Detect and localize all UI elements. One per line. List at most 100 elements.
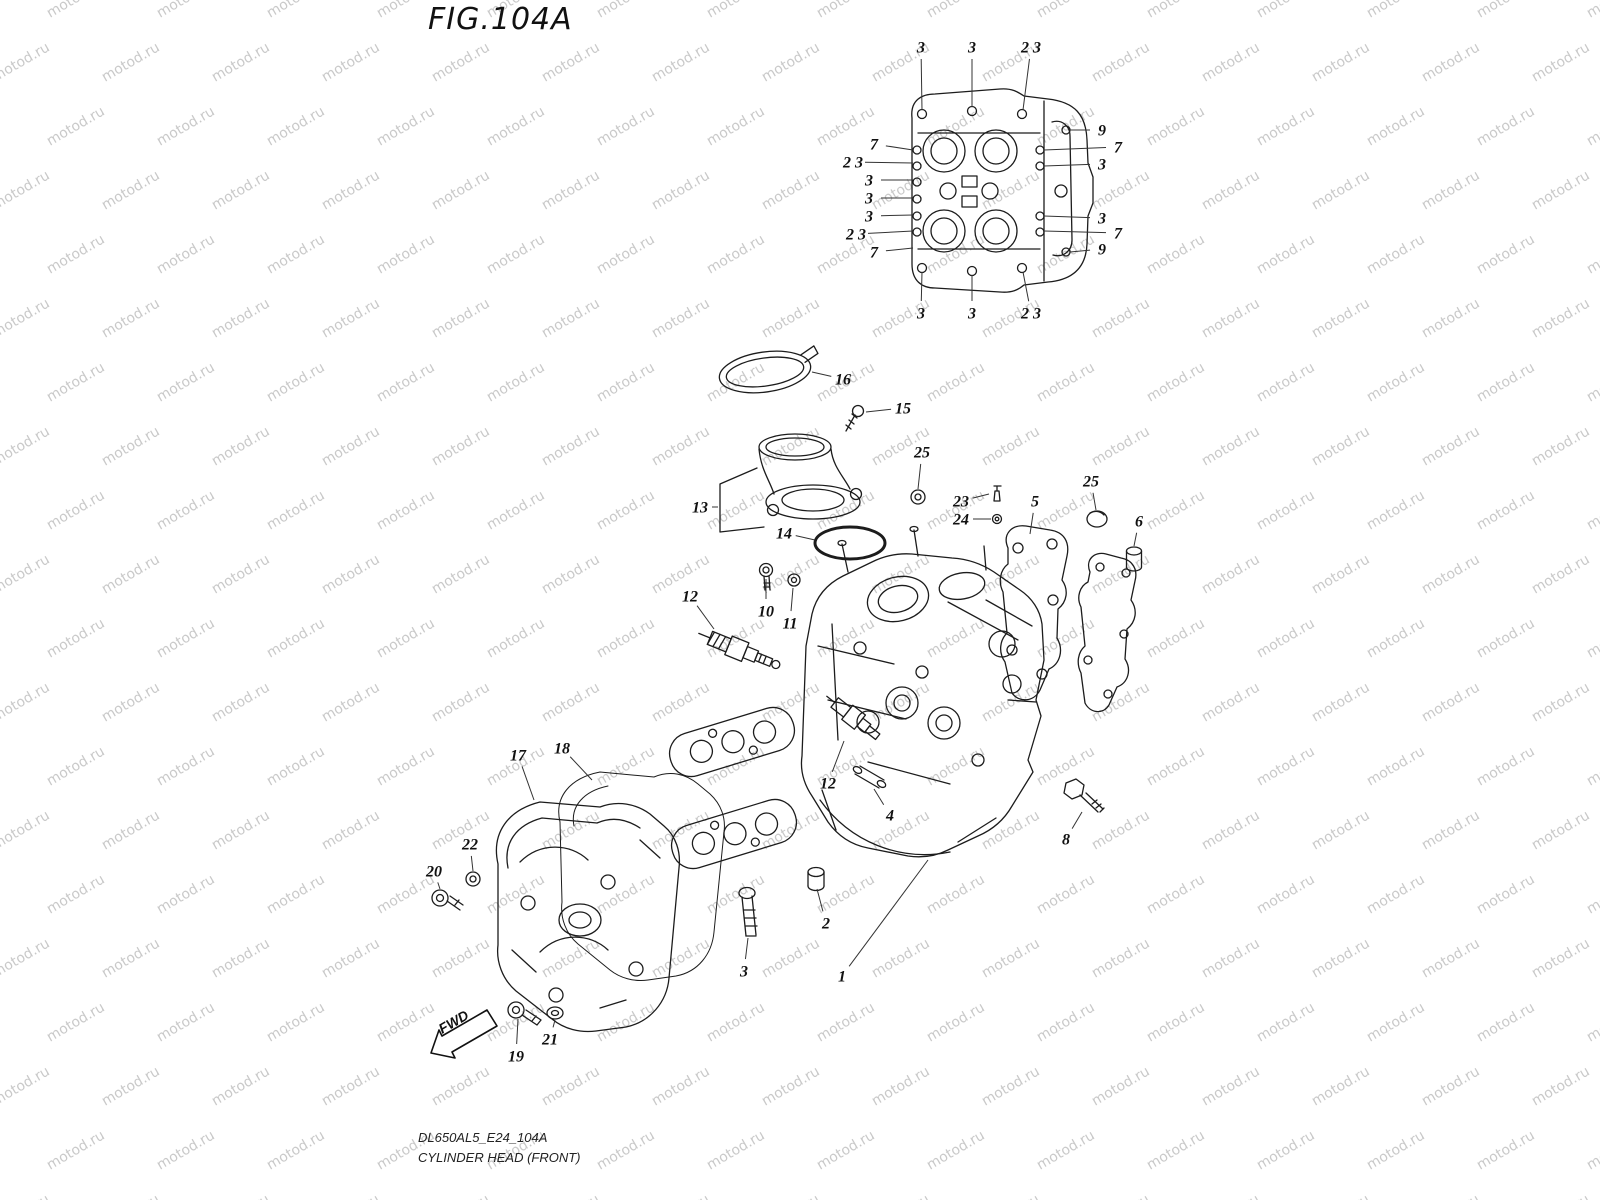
- watermark-text: motod.ru: [209, 39, 273, 85]
- watermark-text: motod.ru: [429, 423, 493, 469]
- watermark-text: motod.ru: [979, 167, 1043, 213]
- callout-9: 9: [1098, 123, 1106, 140]
- washer-21: [546, 1006, 564, 1020]
- head-gasket: [999, 525, 1069, 701]
- watermark-text: motod.ru: [704, 999, 768, 1045]
- watermark-text: motod.ru: [1144, 743, 1208, 789]
- watermark-text: motod.ru: [1529, 423, 1593, 469]
- watermark-text: motod.ru: [209, 295, 273, 341]
- watermark-text: motod.ru: [374, 999, 438, 1045]
- callout-7: 7: [1114, 226, 1123, 243]
- watermark-text: motod.ru: [649, 1063, 713, 1109]
- watermark-text: motod.ru: [759, 167, 823, 213]
- watermark-text: motod.ru: [979, 423, 1043, 469]
- callout-14: 14: [776, 526, 792, 543]
- watermark-text: motod.ru: [1254, 103, 1318, 149]
- watermark-text: motod.ru: [1034, 359, 1098, 405]
- callout-3: 3: [967, 306, 976, 323]
- watermark-text: motod.ru: [209, 423, 273, 469]
- watermark-text: motod.ru: [1584, 999, 1600, 1045]
- watermark-text: motod.ru: [1254, 1127, 1318, 1173]
- watermark-text: motod.ru: [594, 487, 658, 533]
- watermark-text: motod.ru: [924, 999, 988, 1045]
- leader-line: [865, 408, 892, 413]
- washer-24: [991, 513, 1003, 525]
- watermark-text: motod.ru: [594, 0, 658, 21]
- bolt-3: [738, 886, 758, 937]
- washer-22: [465, 871, 481, 887]
- cam-end-cap-upper: [668, 706, 796, 778]
- watermark-text: motod.ru: [44, 871, 108, 917]
- watermark-text: motod.ru: [1474, 871, 1538, 917]
- watermark-text: motod.ru: [1144, 359, 1208, 405]
- watermark-text: motod.ru: [814, 615, 878, 661]
- watermark-text: motod.ru: [1199, 423, 1263, 469]
- callout-3: 3: [864, 191, 873, 208]
- leader-line: [885, 247, 914, 252]
- watermark-text: motod.ru: [1474, 1127, 1538, 1173]
- watermark-text: motod.ru: [539, 423, 603, 469]
- watermark-text: motod.ru: [319, 551, 383, 597]
- callout-7: 7: [870, 245, 879, 262]
- leader-line: [1043, 230, 1107, 234]
- watermark-text: motod.ru: [1309, 679, 1373, 725]
- watermark-text: motod.ru: [154, 103, 218, 149]
- watermark-text: motod.ru: [1584, 1127, 1600, 1173]
- watermark-text: motod.ru: [1584, 487, 1600, 533]
- callout-3: 3: [739, 964, 748, 981]
- watermark-text: motod.ru: [869, 1063, 933, 1109]
- watermark-text: motod.ru: [429, 167, 493, 213]
- watermark-text: motod.ru: [154, 0, 218, 21]
- watermark-text: motod.ru: [1529, 295, 1593, 341]
- leader-line: [696, 605, 715, 630]
- watermark-text: motod.ru: [1254, 359, 1318, 405]
- leader-line: [816, 888, 824, 912]
- clamp-screw: [845, 404, 865, 432]
- watermark-text: motod.ru: [154, 487, 218, 533]
- watermark-text: motod.ru: [1199, 551, 1263, 597]
- watermark-text: motod.ru: [429, 295, 493, 341]
- watermark-text: motod.ru: [1254, 871, 1318, 917]
- watermark-text: motod.ru: [539, 679, 603, 725]
- watermark-text: motod.ru: [1364, 615, 1428, 661]
- callout-7: 7: [870, 137, 879, 154]
- watermark-text: motod.ru: [1309, 551, 1373, 597]
- watermark-text: motod.ru: [539, 295, 603, 341]
- watermark-text: motod.ru: [44, 999, 108, 1045]
- watermark-text: motod.ru: [44, 359, 108, 405]
- watermark-text: motod.ru: [44, 1127, 108, 1173]
- callout-3: 3: [1097, 157, 1106, 174]
- watermark-text: motod.ru: [154, 231, 218, 277]
- callout-8: 8: [1062, 832, 1070, 849]
- watermark-text: motod.ru: [869, 1191, 933, 1200]
- watermark-text: motod.ru: [44, 615, 108, 661]
- watermark-text: motod.ru: [99, 1063, 163, 1109]
- watermark-text: motod.ru: [539, 1063, 603, 1109]
- watermark-text: motod.ru: [1419, 807, 1483, 853]
- watermark-text: motod.ru: [319, 39, 383, 85]
- watermark-text: motod.ru: [1034, 0, 1098, 21]
- leader-line: [470, 855, 474, 872]
- watermark-text: motod.ru: [1529, 1063, 1593, 1109]
- watermark-text: motod.ru: [704, 871, 768, 917]
- watermark-text: motod.ru: [1309, 167, 1373, 213]
- watermark-text: motod.ru: [1419, 935, 1483, 981]
- leader-line: [744, 937, 749, 960]
- watermark-text: motod.ru: [979, 1063, 1043, 1109]
- callout-16: 16: [835, 372, 851, 389]
- watermark-text: motod.ru: [1584, 871, 1600, 917]
- watermark-text: motod.ru: [1474, 487, 1538, 533]
- watermark-text: motod.ru: [484, 103, 548, 149]
- watermark-text: motod.ru: [0, 167, 53, 213]
- watermark-text: motod.ru: [0, 423, 53, 469]
- watermark-text: motod.ru: [1034, 999, 1098, 1045]
- watermark-text: motod.ru: [1474, 999, 1538, 1045]
- watermark-text: motod.ru: [209, 807, 273, 853]
- watermark-text: motod.ru: [869, 167, 933, 213]
- bolt-8: [1063, 778, 1105, 813]
- callout-3: 3: [916, 306, 925, 323]
- watermark-text: motod.ru: [814, 999, 878, 1045]
- watermark-text: motod.ru: [0, 1063, 53, 1109]
- figure-caption: CYLINDER HEAD (FRONT): [418, 1150, 581, 1166]
